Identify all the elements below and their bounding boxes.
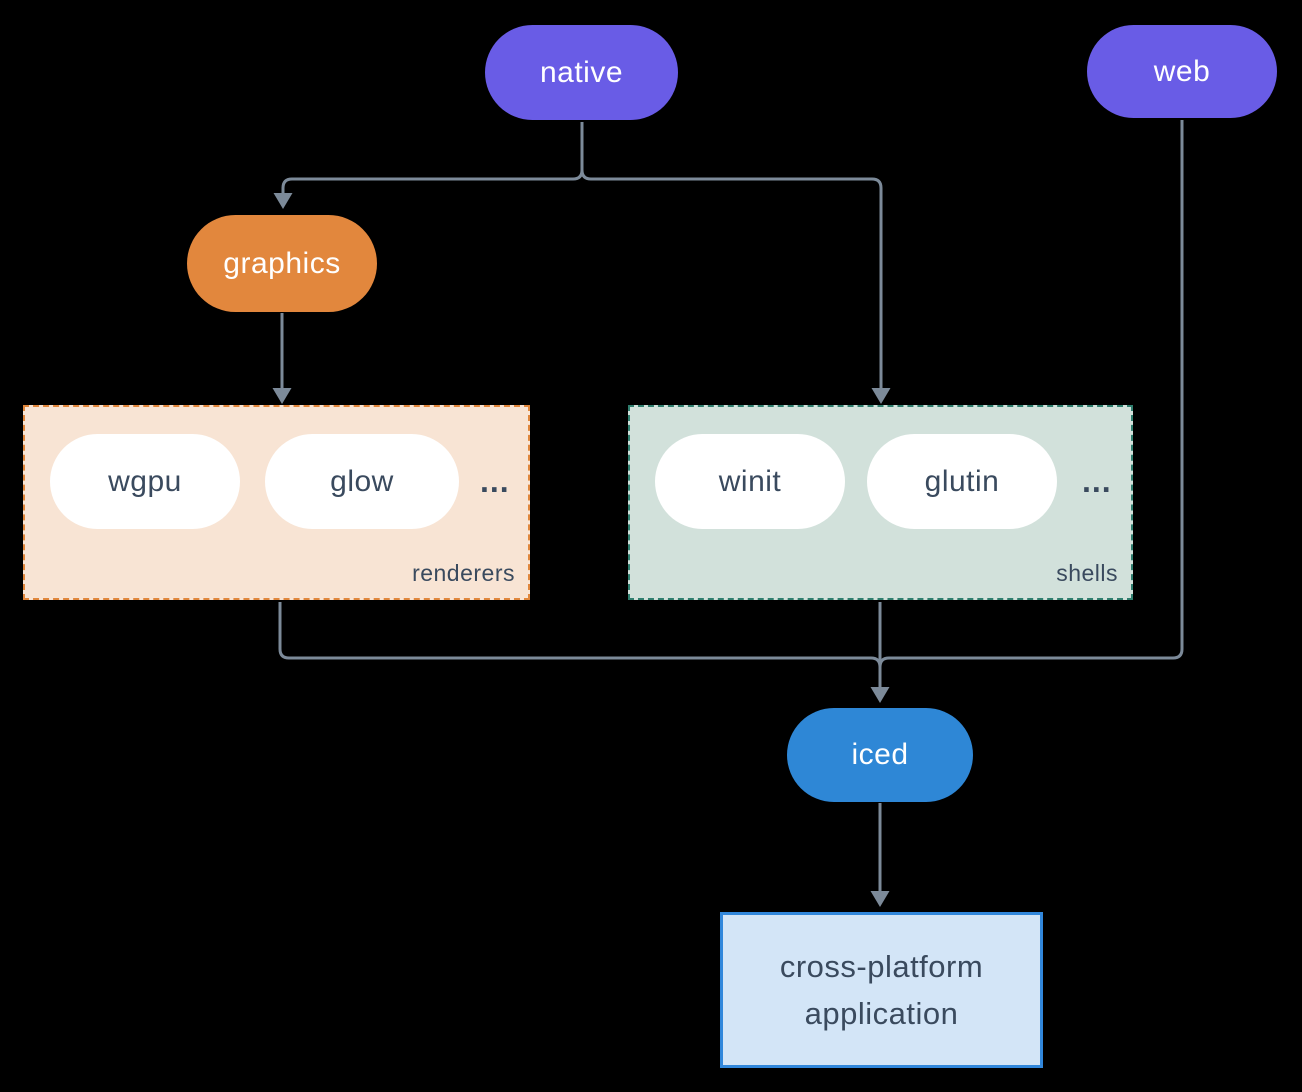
renderers-ellipsis: ... <box>480 463 510 499</box>
node-iced-label: iced <box>851 738 909 771</box>
shells-ellipsis: ... <box>1082 463 1112 499</box>
shells-group-label: shells <box>1056 560 1118 586</box>
arrowhead-into-application <box>870 891 890 907</box>
arrowhead-into-iced <box>870 687 890 703</box>
node-glow-label: glow <box>330 464 394 498</box>
edge-native-graphics <box>281 122 584 194</box>
node-wgpu-label: wgpu <box>108 464 182 498</box>
edge-native-shells <box>580 122 883 389</box>
edge-web-iced <box>878 120 1184 688</box>
node-native: native <box>485 25 678 120</box>
arrowhead-into-renderers <box>272 388 292 404</box>
node-application-label: cross-platform application <box>779 949 984 1031</box>
node-winit: winit <box>655 434 845 529</box>
node-glutin: glutin <box>867 434 1057 529</box>
node-glutin-label: glutin <box>924 464 1000 498</box>
group-shells: winit glutin ... shells <box>628 405 1133 600</box>
node-glow: glow <box>265 434 459 529</box>
arrowhead-into-graphics <box>273 193 293 209</box>
node-web-label: web <box>1153 54 1211 88</box>
node-native-label: native <box>539 55 624 89</box>
node-graphics: graphics <box>187 215 377 312</box>
node-wgpu: wgpu <box>50 434 240 529</box>
renderers-group-label: renderers <box>412 560 515 586</box>
node-iced: iced <box>787 708 973 802</box>
node-graphics-label: graphics <box>223 246 341 280</box>
edge-renderers-iced <box>278 602 882 688</box>
node-web: web <box>1087 25 1277 118</box>
arrowhead-into-shells <box>871 388 891 404</box>
node-cross-platform-application: cross-platform application <box>720 912 1043 1068</box>
node-winit-label: winit <box>718 464 782 498</box>
group-renderers: wgpu glow ... renderers <box>23 405 530 600</box>
